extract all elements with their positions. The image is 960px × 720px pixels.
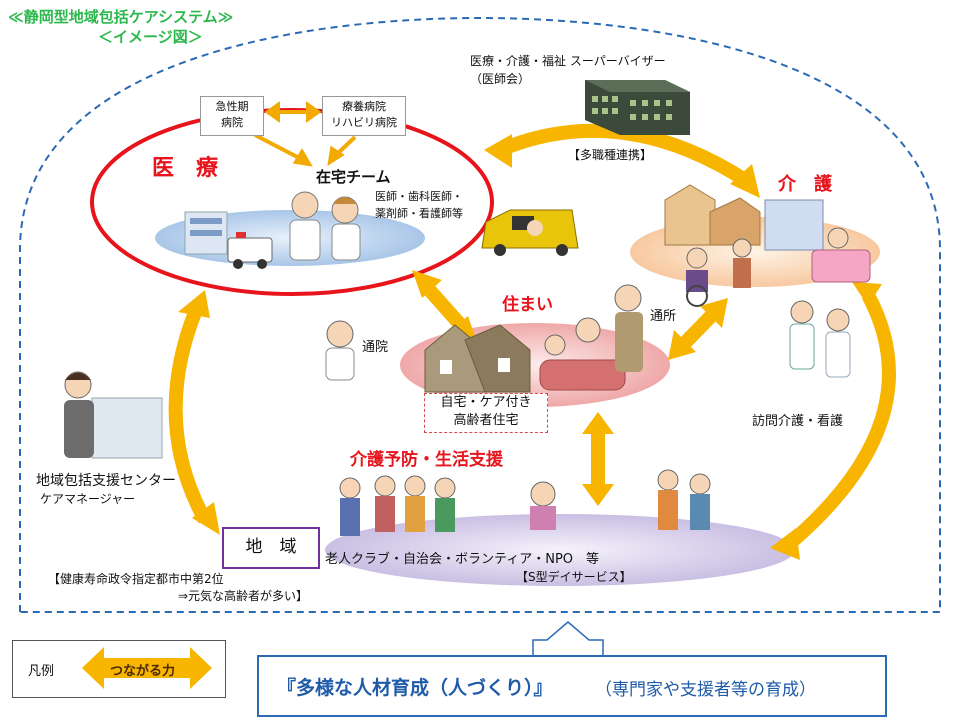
care-manager-label: ケアマネージャー xyxy=(40,492,136,506)
support-center-label: 地域包括支援センター xyxy=(36,473,176,489)
legend-box xyxy=(12,640,226,698)
elders-group-illustration xyxy=(339,469,711,536)
house-icon xyxy=(424,324,531,393)
bottom-banner-sub: （専門家や支援者等の育成） xyxy=(595,680,816,700)
recovery-hospital-label-2: リハビリ病院 xyxy=(331,116,397,129)
legend-label: 凡例 xyxy=(28,664,55,679)
hospital-icon xyxy=(184,211,228,255)
diagram-title: ≪静岡型地域包括ケアシステム≫ xyxy=(8,8,234,26)
care-taxi-icon xyxy=(481,209,579,256)
recovery-hospital-label-1: 療養病院 xyxy=(342,100,386,113)
acute-hospital-label-2: 病院 xyxy=(221,116,243,129)
community-box: 地 域 xyxy=(222,527,320,569)
bottom-banner-main: 『多様な人材育成（人づくり）』 xyxy=(277,677,553,699)
ambulance-icon xyxy=(227,232,273,269)
care-heading: 介 護 xyxy=(778,174,832,195)
collaboration-label: 【多職種連携】 xyxy=(568,148,653,162)
team-members-line-1: 医師・歯科医師・ xyxy=(375,190,463,203)
prevention-heading: 介護予防・生活支援 xyxy=(350,450,503,470)
supervisor-org: （医師会） xyxy=(470,72,531,86)
diagram-subtitle: ＜イメージ図＞ xyxy=(98,28,203,46)
housing-box-line-2: 高齢者住宅 xyxy=(453,413,519,428)
medical-inner-arrows xyxy=(254,101,357,167)
system-boundary-dashed xyxy=(19,16,941,613)
bathing-care-illustration xyxy=(811,227,871,283)
health-note-line-2: ⇒元気な高齢者が多い】 xyxy=(178,589,309,603)
wheelchair-user-illustration xyxy=(686,247,708,307)
medical-heading: 医 療 xyxy=(152,156,219,181)
community-box-label: 地 域 xyxy=(245,537,297,557)
building-icon xyxy=(585,80,690,135)
legend-arrow-text: つながる力 xyxy=(110,664,176,679)
day-service-label: 【S型デイサービス】 xyxy=(516,570,632,584)
doctor-visit-illustration xyxy=(325,320,355,381)
bottom-banner: 『多様な人材育成（人づくり）』 （専門家や支援者等の育成） xyxy=(257,655,887,717)
team-members-line-2: 薬剤師・看護師等 xyxy=(375,207,463,220)
housing-heading: 住まい xyxy=(502,295,553,315)
care-staff-illustration xyxy=(789,300,851,378)
center-worker-illustration xyxy=(64,371,163,459)
hospital-visit-label: 通院 xyxy=(362,340,389,355)
upward-chevron-arrow xyxy=(532,621,604,655)
nurse-illustration xyxy=(331,196,361,261)
doctor-illustration xyxy=(289,191,321,261)
community-groups-label: 老人クラブ・自治会・ボランティア・NPO 等 xyxy=(325,552,600,567)
home-team-label: 在宅チーム xyxy=(316,168,391,186)
family-sofa-illustration xyxy=(539,284,643,391)
connection-arrows xyxy=(168,123,896,560)
acute-hospital-box: 急性期 病院 xyxy=(200,96,264,136)
supervisor-label: 医療・介護・福祉 スーパーバイザー xyxy=(470,54,666,68)
housing-box-line-1: 自宅・ケア付き xyxy=(440,395,532,410)
day-care-label: 通所 xyxy=(650,309,677,324)
elderly-walker-illustration xyxy=(732,238,752,288)
housing-box: 自宅・ケア付き 高齢者住宅 xyxy=(424,393,548,433)
health-note-line-1: 【健康寿命政令指定都市中第2位 xyxy=(48,572,224,586)
acute-hospital-label-1: 急性期 xyxy=(215,100,249,113)
care-facility-icon xyxy=(664,184,824,251)
visiting-care-label: 訪問介護・看護 xyxy=(752,414,844,429)
recovery-hospital-box: 療養病院 リハビリ病院 xyxy=(322,96,406,136)
legend-arrow-icon xyxy=(82,647,212,689)
